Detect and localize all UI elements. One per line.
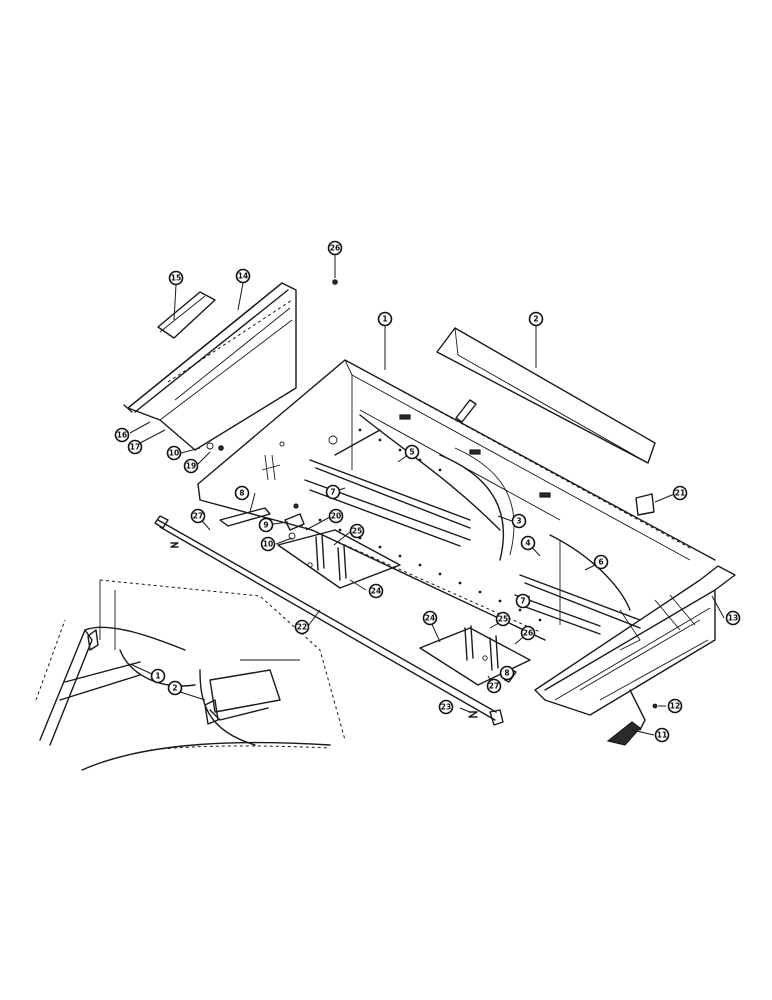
callout-17: 17 (127, 439, 143, 455)
svg-text:17: 17 (130, 443, 140, 452)
callout-7a: 7 (325, 484, 341, 500)
leader-lines (129, 255, 725, 736)
callout-6: 6 (593, 554, 609, 570)
svg-text:25: 25 (498, 615, 508, 624)
svg-text:12: 12 (670, 702, 680, 711)
part-12-bolt (652, 703, 658, 709)
callout-12: 12 (667, 698, 683, 714)
part-19-washer (206, 442, 224, 451)
svg-text:7: 7 (330, 488, 335, 497)
svg-text:1: 1 (382, 315, 387, 324)
callout-2b: 2 (528, 311, 544, 327)
callout-1a: 1 (150, 668, 166, 684)
svg-text:21: 21 (675, 489, 685, 498)
callout-10b: 10 (260, 536, 276, 552)
svg-text:14: 14 (238, 272, 248, 281)
svg-text:11: 11 (657, 731, 667, 740)
svg-text:3: 3 (516, 517, 521, 526)
svg-text:2: 2 (172, 684, 177, 693)
svg-text:16: 16 (117, 431, 127, 440)
callout-27b: 27 (486, 678, 502, 694)
svg-text:1: 1 (155, 672, 160, 681)
callout-25a: 25 (349, 523, 365, 539)
callout-20: 20 (328, 508, 344, 524)
svg-text:9: 9 (263, 521, 268, 530)
svg-text:6: 6 (598, 558, 603, 567)
svg-text:22: 22 (297, 623, 307, 632)
main-header-frame (197, 359, 716, 641)
svg-text:8: 8 (239, 489, 244, 498)
part-21-plate (635, 493, 655, 516)
callout-22: 22 (294, 619, 310, 635)
svg-text:24: 24 (371, 587, 381, 596)
svg-text:27: 27 (489, 682, 499, 691)
svg-text:13: 13 (728, 614, 738, 623)
callout-8a: 8 (234, 485, 250, 501)
svg-text:19: 19 (186, 462, 196, 471)
svg-text:23: 23 (441, 703, 451, 712)
callout-8b: 8 (499, 665, 515, 681)
callout-15: 15 (168, 270, 184, 286)
svg-text:5: 5 (409, 448, 414, 457)
callout-2a: 2 (167, 680, 183, 696)
callout-13: 13 (725, 610, 741, 626)
part-22-cutter-bar (154, 515, 504, 726)
svg-text:7: 7 (520, 597, 525, 606)
part-24-plate-left (277, 529, 401, 589)
callout-5: 5 (404, 444, 420, 460)
callout-26b: 26 (520, 625, 536, 641)
callout-7b: 7 (515, 593, 531, 609)
callout-11: 11 (654, 727, 670, 743)
part-14-17-side-panel (123, 282, 297, 451)
part-13-end-housing (534, 565, 736, 731)
callout-10a: 10 (166, 445, 182, 461)
callout-9: 9 (258, 517, 274, 533)
callout-3: 3 (511, 513, 527, 529)
part-9-bracket (284, 503, 305, 540)
callout-26a: 26 (327, 240, 343, 256)
svg-text:10: 10 (169, 449, 179, 458)
part-26-screw-left (170, 542, 179, 548)
svg-text:26: 26 (330, 244, 340, 253)
callout-24b: 24 (422, 610, 438, 626)
part-2-wedge-bar (436, 327, 656, 464)
part-26-bolt (332, 279, 338, 285)
part-23-screw (468, 711, 478, 718)
svg-text:24: 24 (425, 614, 435, 623)
svg-text:10: 10 (263, 540, 273, 549)
svg-text:2: 2 (533, 315, 538, 324)
part-15-wedge (157, 291, 216, 339)
callout-16: 16 (114, 427, 130, 443)
callout-1b: 1 (377, 311, 393, 327)
callout-21: 21 (672, 485, 688, 501)
callout-25b: 25 (495, 611, 511, 627)
callout-27a: 27 (190, 508, 206, 524)
inset-mount-detail (35, 579, 346, 771)
svg-text:25: 25 (352, 527, 362, 536)
callout-24a: 24 (368, 583, 384, 599)
svg-text:15: 15 (171, 274, 181, 283)
svg-text:8: 8 (504, 669, 509, 678)
part-11-skid (606, 721, 641, 746)
svg-text:4: 4 (525, 539, 530, 548)
part-24-plate-right (419, 625, 531, 686)
svg-text:26: 26 (523, 629, 533, 638)
callout-14: 14 (235, 268, 251, 284)
callout-23: 23 (438, 699, 454, 715)
callout-4: 4 (520, 535, 536, 551)
svg-text:20: 20 (331, 512, 341, 521)
callout-19: 19 (183, 458, 199, 474)
svg-text:27: 27 (193, 512, 203, 521)
